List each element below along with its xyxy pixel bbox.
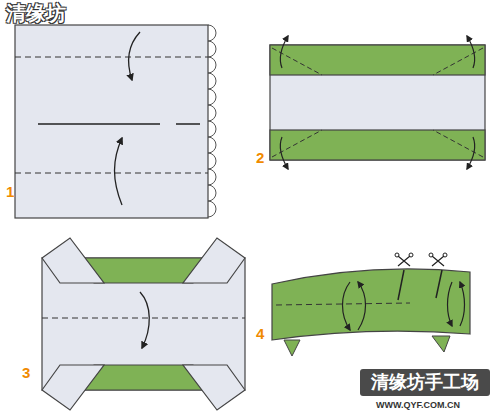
watermark-text: 清缘坊: [6, 3, 66, 23]
watermark-text: 清缘坊手工场: [371, 373, 479, 391]
step1-paper: [15, 25, 216, 218]
step3-paper: [42, 238, 245, 410]
step-number: 4: [256, 326, 264, 341]
step2-paper: [270, 36, 485, 169]
watermark-url: WWW.QYF.COM.CN: [376, 401, 460, 410]
step-number: 1: [6, 184, 14, 199]
step-number: 2: [256, 150, 264, 165]
step4-band: [272, 253, 470, 356]
watermark-panel: [360, 369, 490, 396]
step-number: 3: [22, 365, 30, 380]
